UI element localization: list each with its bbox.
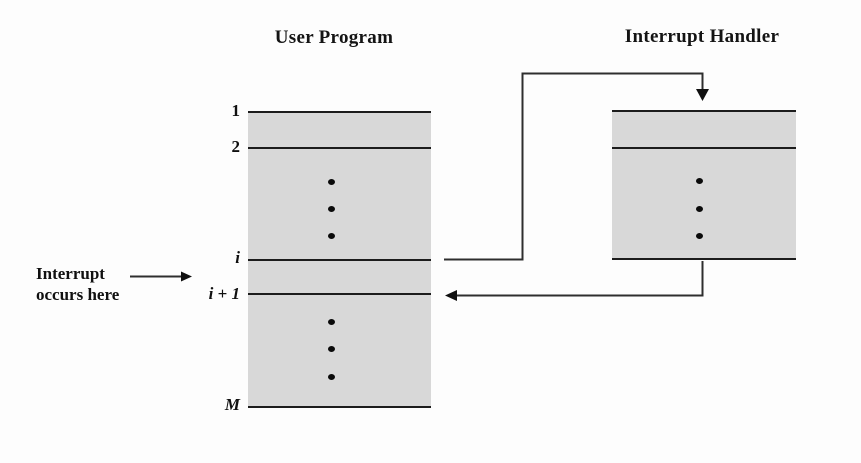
handler-line-top [612, 110, 796, 112]
interrupt-occurs-annotation: Interrupt occurs here [36, 263, 119, 305]
memory-line-2 [248, 147, 431, 149]
return-arrow [456, 261, 704, 297]
memory-line-i [248, 259, 431, 261]
memory-line-1 [248, 111, 431, 113]
ellipsis-dot [328, 206, 335, 212]
interrupt-handler-title: Interrupt Handler [624, 26, 780, 47]
annotation-line-1: Interrupt [36, 264, 105, 283]
ellipsis-dot [328, 319, 335, 325]
ellipsis-dot [328, 233, 335, 239]
row-label-1: 1 [231, 101, 241, 120]
ellipsis-dot [328, 179, 335, 185]
ellipsis-dot [696, 178, 703, 184]
memory-line-i-plus-1 [248, 293, 431, 295]
ellipsis-dot [696, 233, 703, 239]
ellipsis-dot [328, 374, 335, 380]
ellipsis-dot [696, 206, 703, 212]
user-program-box [248, 111, 431, 408]
row-label-i: i [235, 248, 240, 267]
call-arrow [444, 72, 704, 261]
row-label-m: M [224, 395, 240, 414]
handler-line-inner [612, 147, 796, 149]
ellipsis-dot [328, 346, 335, 352]
interrupt-handler-box [612, 110, 796, 260]
call-arrowhead [696, 89, 709, 101]
return-arrowhead [445, 290, 457, 301]
interrupt-pointer-arrowhead [181, 271, 192, 282]
memory-line-m [248, 406, 431, 408]
user-program-title: User Program [274, 27, 394, 48]
handler-line-bottom [612, 258, 796, 260]
row-label-2: 2 [231, 137, 241, 156]
row-label-i-plus-1: i + 1 [208, 284, 240, 303]
annotation-line-2: occurs here [36, 285, 120, 304]
